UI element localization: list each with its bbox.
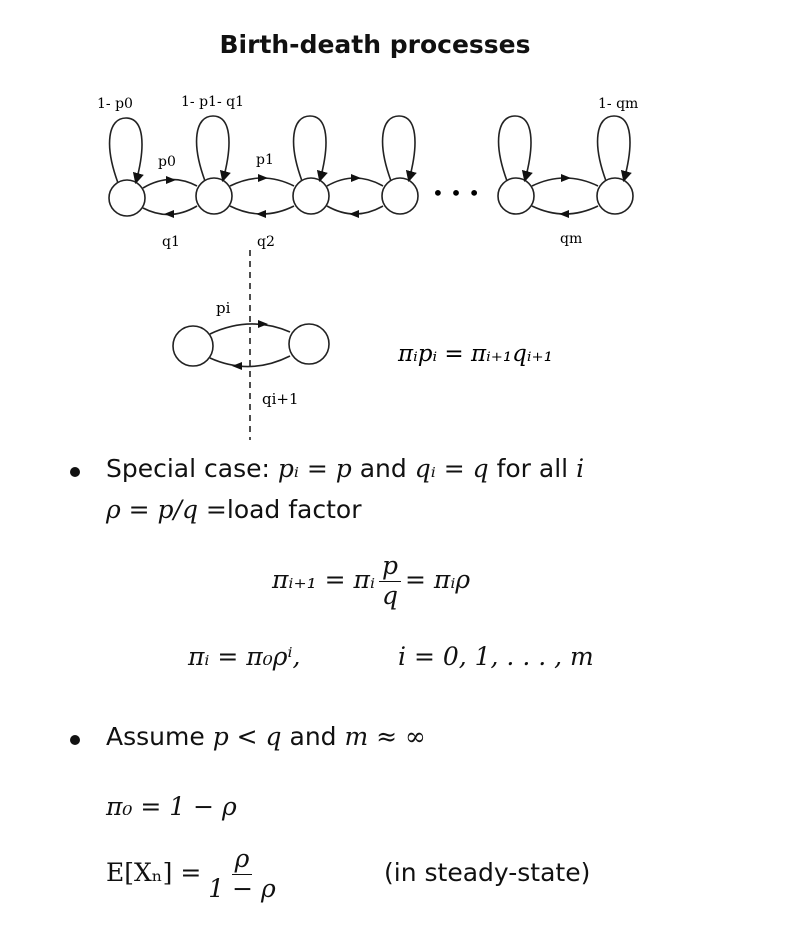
load-factor-label: load factor (226, 495, 362, 524)
state-node (497, 177, 535, 215)
ex-den: 1 − ρ (208, 873, 276, 903)
rho-line: ρ = p/q =load factor (106, 495, 362, 524)
cond-m: m ≈ ∞ (344, 722, 426, 751)
math-q: qᵢ = q (414, 454, 489, 483)
self-loop-label: 1- qm (598, 96, 638, 112)
state-node (381, 177, 419, 215)
forward-label: p1 (256, 152, 274, 168)
frac-den: q (381, 580, 398, 610)
pi-equation: πᵢ = π₀ρⁱ, (188, 642, 301, 671)
state-node (108, 179, 146, 217)
forward-arc (209, 323, 291, 335)
backward-label: q2 (257, 234, 275, 250)
self-loop (195, 115, 231, 183)
backward-arc (209, 355, 291, 368)
birth-death-diagram: 1- p0 1- p1- q1 1- qm p0 p1 q1 q2 qm • •… (97, 94, 638, 440)
assume-label: Assume (106, 722, 205, 751)
self-loop (381, 115, 417, 183)
eq-lhs: πᵢ₊₁ = πᵢ (272, 564, 375, 594)
steady-state-note: (in steady-state) (384, 858, 591, 887)
bullet2-line: Assume p < q and m ≈ ∞ (106, 722, 426, 751)
range-equation: i = 0, 1, . . . , m (398, 642, 594, 671)
self-loop (292, 115, 328, 183)
state-node (288, 323, 330, 365)
self-loop-label: 1- p1- q1 (181, 94, 244, 110)
frac-num: p (378, 551, 401, 582)
self-loop (497, 115, 533, 183)
balance-equation: πᵢpᵢ = πᵢ₊₁qᵢ₊₁ (397, 341, 553, 367)
for-all-text: for all (496, 454, 569, 483)
state-node (172, 325, 214, 367)
ex-num: ρ (231, 844, 253, 875)
ellipsis: • • • (432, 181, 480, 205)
math-i: i (576, 454, 585, 483)
and-text: and (289, 722, 337, 751)
ex-lhs: E[Xₙ] = (106, 857, 202, 887)
eq-rhs: = πᵢρ (405, 564, 471, 594)
special-case-label: Special case: (106, 454, 270, 483)
bullet-marker (70, 735, 80, 745)
state-node (195, 177, 233, 215)
state-node (596, 177, 634, 215)
forward-label: p0 (158, 154, 176, 170)
self-loop-label: 1- p0 (97, 96, 133, 112)
self-loop (108, 117, 144, 185)
cut-backward-label: qi+1 (262, 390, 299, 408)
self-loop (596, 115, 632, 183)
page-title: Birth-death processes (219, 30, 531, 59)
rho-def: ρ = p/q = (106, 495, 227, 524)
cut-forward-label: pi (216, 299, 231, 317)
bullet-marker (70, 467, 80, 477)
backward-label: qm (560, 231, 582, 247)
and-text: and (359, 454, 407, 483)
state-node (292, 177, 330, 215)
math-p: pᵢ = p (277, 454, 352, 483)
bullet1-line: Special case: pᵢ = p and qᵢ = q for all … (106, 454, 584, 483)
cond-p-q: p < q (212, 722, 282, 751)
pi0-equation: π₀ = 1 − ρ (106, 792, 237, 821)
backward-label: q1 (162, 234, 180, 250)
